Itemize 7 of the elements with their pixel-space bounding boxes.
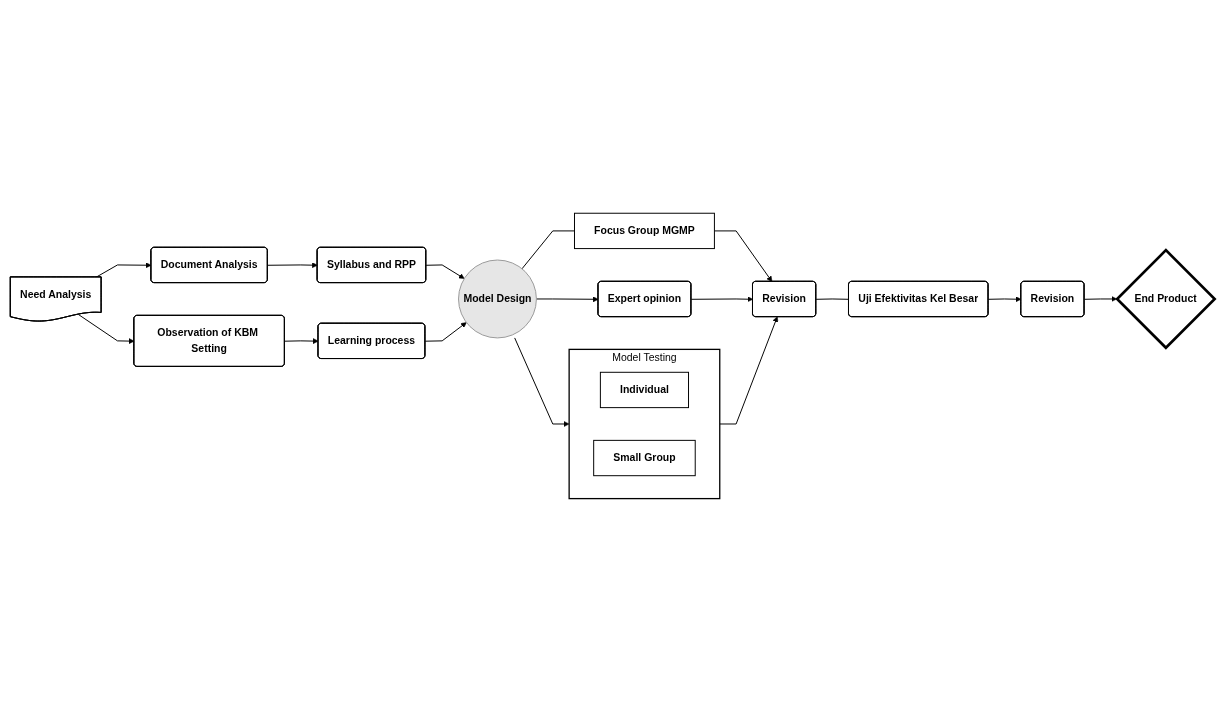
node-diamond: End Product bbox=[1115, 248, 1217, 350]
node-box: Individual bbox=[599, 371, 690, 409]
node-box: Focus Group MGMP bbox=[574, 212, 715, 250]
connector bbox=[521, 230, 575, 270]
connector bbox=[815, 298, 850, 300]
node-circle: Model Design bbox=[458, 259, 537, 339]
node-box: Small Group bbox=[593, 439, 696, 477]
